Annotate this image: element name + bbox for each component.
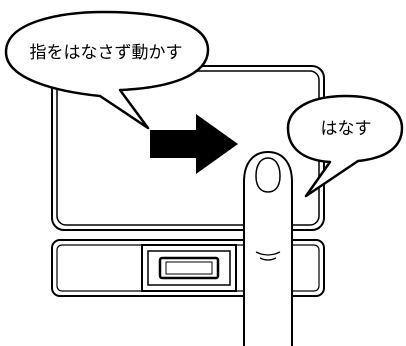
right-callout-text: はなす xyxy=(321,119,372,139)
touchpad-button-bar xyxy=(51,239,325,297)
left-callout-bubble: 指をはなさず動かす xyxy=(4,10,210,130)
right-callout-bubble: はなす xyxy=(286,94,404,198)
right-arrow-icon xyxy=(150,114,238,174)
finger-icon xyxy=(243,150,293,346)
left-callout-text: 指をはなさず動かす xyxy=(30,43,183,63)
scroll-button xyxy=(158,256,220,280)
